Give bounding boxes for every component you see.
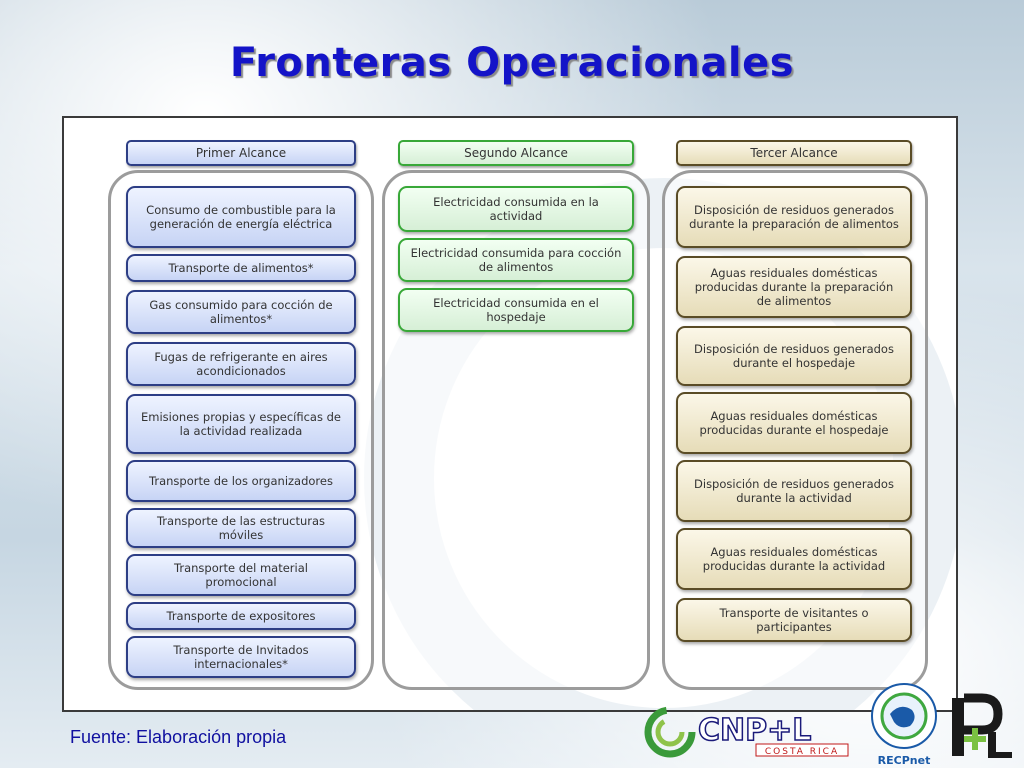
pml-logo-plus-v (972, 728, 978, 750)
primer-item-7: Transporte de las estructuras móviles (126, 508, 356, 548)
primer-item-4: Fugas de refrigerante en aires acondicio… (126, 342, 356, 386)
segundo-item-2: Electricidad consumida para cocción de a… (398, 238, 634, 282)
cnpl-logo-subtext: COSTA RICA (765, 747, 839, 757)
tercer-item-1: Disposición de residuos generados durant… (676, 186, 912, 248)
cnpl-logo-sub-box (755, 743, 849, 757)
primer-item-2: Transporte de alimentos* (126, 254, 356, 282)
header-primer-alcance: Primer Alcance (126, 140, 356, 166)
primer-item-8: Transporte del material promocional (126, 554, 356, 596)
primer-item-5: Emisiones propias y específicas de la ac… (126, 394, 356, 454)
segundo-item-3: Electricidad consumida en el hospedaje (398, 288, 634, 332)
primer-item-1: Consumo de combustible para la generació… (126, 186, 356, 248)
tercer-item-2: Aguas residuales domésticas producidas d… (676, 256, 912, 318)
cnpl-logo-text: CNP+L (698, 713, 811, 748)
tercer-item-3: Disposición de residuos generados durant… (676, 326, 912, 386)
primer-item-10: Transporte de Invitados internacionales* (126, 636, 356, 678)
tercer-item-4: Aguas residuales domésticas producidas d… (676, 392, 912, 454)
recpnet-logo-text: RECPnet (878, 754, 931, 767)
source-note: Fuente: Elaboración propia (70, 727, 287, 747)
tercer-item-6: Aguas residuales domésticas producidas d… (676, 528, 912, 590)
pml-logo-p-bowl (964, 693, 1003, 735)
primer-item-3: Gas consumido para cocción de alimentos* (126, 290, 356, 334)
recpnet-logo: RECPnet (871, 683, 937, 767)
primer-item-9: Transporte de expositores (126, 602, 356, 630)
cnpl-logo: CNP+L COSTA RICA (644, 706, 849, 758)
slide-title: Fronteras Operacionales (229, 40, 795, 86)
recpnet-logo-map-shape (890, 706, 915, 728)
pml-logo-bar (952, 698, 964, 756)
tercer-item-5: Disposición de residuos generados durant… (676, 460, 912, 522)
primer-item-6: Transporte de los organizadores (126, 460, 356, 502)
pml-logo (952, 693, 1012, 758)
segundo-item-1: Electricidad consumida en la actividad (398, 186, 634, 232)
header-tercer-alcance: Tercer Alcance (676, 140, 912, 166)
diagram-frame: Primer Alcance Segundo Alcance Tercer Al… (62, 116, 958, 712)
cnpl-logo-swirl-outer (644, 706, 696, 758)
header-segundo-alcance: Segundo Alcance (398, 140, 634, 166)
pml-logo-l-foot (988, 752, 1012, 758)
tercer-item-7: Transporte de visitantes o participantes (676, 598, 912, 642)
cnpl-logo-swirl-inner (655, 717, 685, 747)
pml-logo-l-stem (988, 732, 996, 758)
